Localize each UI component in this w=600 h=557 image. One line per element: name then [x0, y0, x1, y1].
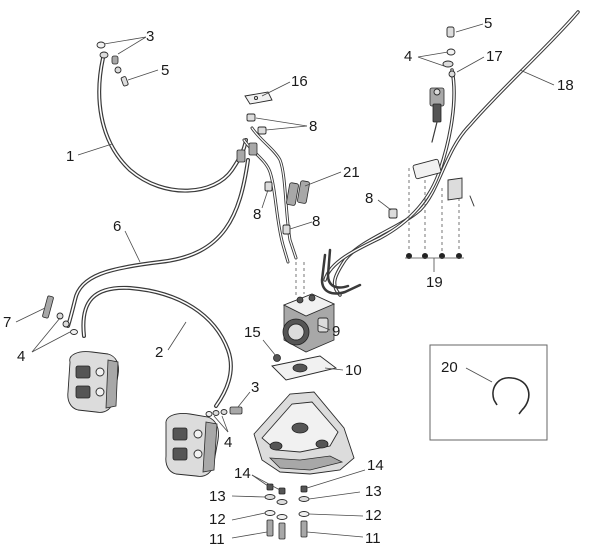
inset-box-20 [429, 344, 548, 441]
callout-8: 8 [365, 190, 373, 207]
callout-labels: 3 5 1 16 8 21 8 8 8 5 4 17 18 19 6 7 4 2… [3, 15, 574, 548]
clip-8-middle [264, 181, 291, 235]
callout-4: 4 [224, 434, 232, 451]
abs-plate-10 [271, 355, 338, 381]
bracket-16 [244, 91, 273, 105]
callout-14: 14 [234, 465, 251, 482]
callout-13: 13 [209, 488, 226, 505]
callout-14: 14 [367, 457, 384, 474]
part-21 [286, 180, 310, 206]
callout-17: 17 [486, 48, 503, 65]
callout-4: 3 [146, 28, 154, 45]
bolt-stack-left [264, 483, 276, 537]
banjo-fittings-caliper [205, 406, 243, 417]
clip-ring-20 [492, 377, 530, 415]
abs-modulator [282, 262, 336, 353]
part-19-hardware [388, 158, 475, 272]
clips-8-upper [236, 113, 267, 163]
bolt-stack-center [276, 487, 288, 540]
callout-7: 7 [3, 314, 11, 331]
washer-15 [273, 354, 281, 362]
callout-12: 12 [209, 511, 226, 528]
rigid-pipe-loop [320, 248, 362, 295]
callout-5: 5 [484, 15, 492, 32]
callout-5: 5 [161, 62, 169, 79]
callout-8: 8 [312, 213, 320, 230]
callout-10: 10 [345, 362, 362, 379]
banjo-fittings-top-left [96, 41, 129, 87]
callout-11: 11 [209, 531, 225, 548]
callout-8: 8 [253, 206, 261, 223]
callout-12: 12 [365, 507, 382, 524]
hose-2 [81, 285, 233, 408]
hose-17 [323, 68, 456, 282]
callout-13: 13 [365, 483, 382, 500]
callout-18: 18 [557, 77, 574, 94]
hose-6 [66, 158, 250, 328]
left-brake-caliper [67, 351, 119, 413]
callout-16: 16 [291, 73, 308, 90]
callout-19: 19 [426, 274, 443, 291]
hose-18 [332, 10, 580, 297]
banjo-fittings-left [42, 295, 78, 335]
callout-9: 9 [332, 323, 340, 340]
callout-15: 15 [244, 324, 261, 341]
rear-brake-switch [429, 87, 445, 143]
callout-2: 2 [155, 344, 163, 361]
abs-mounting-bracket [253, 391, 355, 475]
callout-4: 4 [404, 48, 412, 65]
callout-3: 3 [251, 379, 259, 396]
banjo-fittings-top-right [442, 26, 456, 78]
leader-lines [15, 23, 555, 539]
callout-4: 4 [17, 348, 25, 365]
callout-8: 8 [309, 118, 317, 135]
callout-21: 21 [343, 164, 360, 181]
callout-11: 11 [365, 530, 381, 547]
callout-20: 20 [441, 359, 458, 376]
callout-1: 1 [66, 148, 74, 165]
callout-6: 6 [113, 218, 121, 235]
right-brake-caliper [165, 413, 219, 477]
bolt-stack-right [298, 485, 310, 538]
